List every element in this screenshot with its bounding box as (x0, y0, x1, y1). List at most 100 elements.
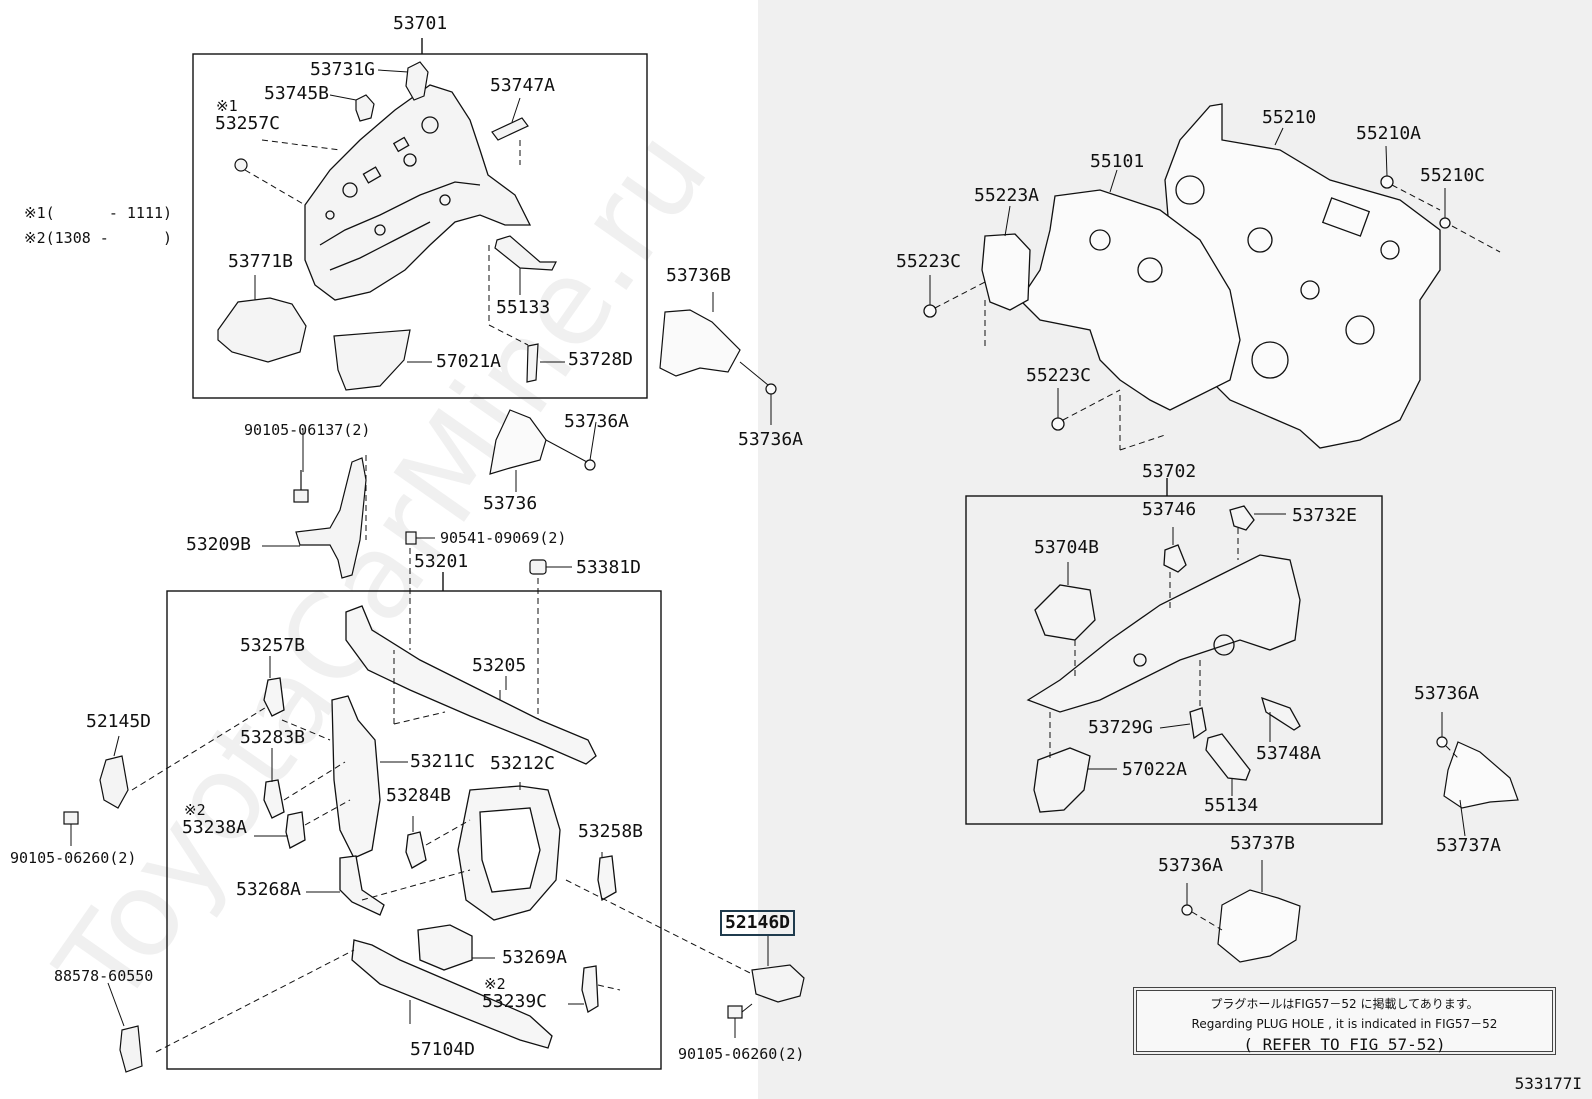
part-label-53731G[interactable]: 53731G (310, 59, 376, 80)
part-label-53732E[interactable]: 53732E (1292, 505, 1358, 526)
bracket-53268A (339, 855, 385, 916)
part-label-90105-06260[interactable]: 90105-06260(2) (678, 1045, 805, 1063)
part-label-53737B[interactable]: 53737B (1230, 833, 1296, 854)
part-label-53729G[interactable]: 53729G (1088, 717, 1154, 738)
part-label-55101[interactable]: 55101 (1090, 151, 1145, 172)
bracket-55134 (1205, 733, 1251, 781)
part-label-53283B[interactable]: 53283B (240, 727, 306, 748)
note-line-2: Regarding PLUG HOLE , it is indicated in… (1191, 1017, 1498, 1031)
part-label-53258B[interactable]: 53258B (578, 821, 644, 842)
bracket-53745B (355, 94, 375, 122)
apron-panel-53702 (1026, 554, 1301, 713)
part-label-55223A[interactable]: 55223A (974, 185, 1040, 206)
bracket-53258B (597, 855, 617, 902)
bracket-53269A (417, 924, 473, 971)
marker-note-1: ※1 (216, 97, 238, 115)
part-label-57104D[interactable]: 57104D (410, 1039, 476, 1060)
part-label-55223C[interactable]: 55223C (1026, 365, 1092, 386)
shield-53736 (489, 409, 547, 475)
part-label-53284B[interactable]: 53284B (386, 785, 452, 806)
part-label-90105-06260[interactable]: 90105-06260(2) (10, 849, 137, 867)
diagram-code: 533177I (1514, 1074, 1582, 1093)
marker-note-2: ※2 (184, 801, 206, 819)
bracket-53209B (295, 457, 367, 579)
part-label-53736A[interactable]: 53736A (1158, 855, 1224, 876)
bracket-55133 (494, 235, 557, 271)
support-upper-53205 (345, 605, 597, 765)
bracket-53704B (1034, 584, 1096, 641)
bolt-90105-06260 (63, 811, 79, 825)
group-box-53201 (166, 590, 662, 1070)
part-label-53748A[interactable]: 53748A (1256, 743, 1322, 764)
part-label-53702[interactable]: 53702 (1142, 461, 1197, 482)
silencer-55223A (981, 233, 1031, 311)
bolt-90541-09069 (405, 531, 417, 545)
part-label-53257B[interactable]: 53257B (240, 635, 306, 656)
part-label-53736B[interactable]: 53736B (666, 265, 732, 286)
part-label-53746[interactable]: 53746 (1142, 499, 1197, 520)
legend-mark: ※1 (24, 204, 46, 222)
plug-53257C (234, 158, 248, 172)
part-label-53381D[interactable]: 53381D (576, 557, 642, 578)
part-label-55210[interactable]: 55210 (1262, 107, 1317, 128)
support-side-53211C (331, 695, 381, 859)
part-label-53209B[interactable]: 53209B (186, 534, 252, 555)
part-label-57022A[interactable]: 57022A (1122, 759, 1188, 780)
part-label-53736A[interactable]: 53736A (738, 429, 804, 450)
legend-range: (1308 - ) (45, 229, 173, 247)
part-label-53745B[interactable]: 53745B (264, 83, 330, 104)
shield-53737A (1443, 741, 1519, 809)
plug-88578-60550 (119, 1025, 143, 1073)
part-label-53736A[interactable]: 53736A (564, 411, 630, 432)
part-label-53747A[interactable]: 53747A (490, 75, 556, 96)
part-label-53269A[interactable]: 53269A (502, 947, 568, 968)
part-label-52146D-highlighted[interactable]: 52146D (720, 910, 796, 936)
bracket-53238A (285, 811, 306, 849)
part-label-53238A[interactable]: 53238A (182, 817, 248, 838)
bracket-53239C (581, 965, 599, 1013)
bracket-52146D (751, 964, 805, 1003)
part-label-53212C[interactable]: 53212C (490, 753, 556, 774)
bracket-53283B (263, 779, 285, 819)
part-label-53736A[interactable]: 53736A (1414, 683, 1480, 704)
part-label-88578-60550[interactable]: 88578-60550 (54, 967, 154, 985)
bracket-53771B (217, 297, 307, 363)
part-label-53736[interactable]: 53736 (483, 493, 538, 514)
bracket-53748A (1261, 696, 1301, 731)
part-label-55210A[interactable]: 55210A (1356, 123, 1422, 144)
note-line-3: ( REFER TO FIG 57-52) (1243, 1035, 1446, 1054)
part-label-53239C[interactable]: 53239C (482, 991, 548, 1012)
part-label-53728D[interactable]: 53728D (568, 349, 634, 370)
marker-note-2b: ※2 (484, 975, 506, 993)
part-label-53268A[interactable]: 53268A (236, 879, 302, 900)
bracket-52145D (99, 755, 129, 809)
legend-row-2: ※2(1308 - ) (24, 229, 172, 247)
part-label-57021A[interactable]: 57021A (436, 351, 502, 372)
shield-53736B (659, 309, 741, 377)
part-label-53205[interactable]: 53205 (472, 655, 527, 676)
support-lower-57104D (351, 939, 553, 1049)
part-label-55134[interactable]: 55134 (1204, 795, 1259, 816)
part-label-53704B[interactable]: 53704B (1034, 537, 1100, 558)
part-label-53257C[interactable]: 53257C (215, 113, 281, 134)
part-label-55223C[interactable]: 55223C (896, 251, 962, 272)
part-label-53211C[interactable]: 53211C (410, 751, 476, 772)
legend-row-1: ※1( - 1111) (24, 204, 172, 222)
bracket-53284B (405, 831, 427, 869)
part-label-55133[interactable]: 55133 (496, 297, 551, 318)
note-line-1: プラグホールはFIG57－52 に掲載してあります。 (1210, 997, 1479, 1011)
panel-57021A (333, 329, 411, 391)
part-label-90541-09069[interactable]: 90541-09069(2) (440, 529, 567, 547)
bracket-53732E (1229, 505, 1255, 531)
part-label-55210C[interactable]: 55210C (1420, 165, 1486, 186)
part-label-90105-06137[interactable]: 90105-06137(2) (244, 421, 371, 439)
part-label-53701[interactable]: 53701 (393, 13, 448, 34)
part-label-53771B[interactable]: 53771B (228, 251, 294, 272)
bolt-90105-06137 (293, 489, 309, 503)
bracket-53729G (1189, 707, 1207, 740)
group-box-53701 (192, 53, 648, 399)
part-label-52145D[interactable]: 52145D (86, 711, 152, 732)
part-label-53737A[interactable]: 53737A (1436, 835, 1502, 856)
part-label-53201[interactable]: 53201 (414, 551, 469, 572)
